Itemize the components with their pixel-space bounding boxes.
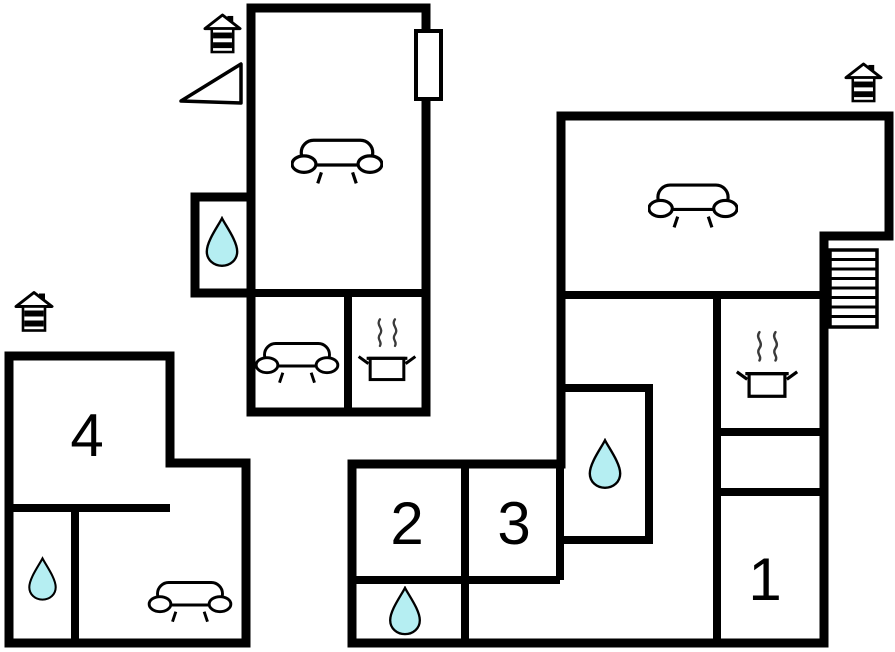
stove-icon	[357, 317, 417, 382]
sofa-icon	[291, 138, 383, 185]
stove-icon	[735, 330, 799, 398]
house-icon	[14, 290, 54, 333]
water-drop-icon	[388, 586, 422, 636]
house-icon	[844, 62, 883, 103]
room-2-label: 2	[390, 490, 423, 557]
sofa-icon	[648, 183, 738, 229]
room-1-label: 1	[748, 546, 781, 613]
house-icon	[203, 13, 242, 54]
north-arrow-icon	[179, 62, 243, 105]
unit-right: 2 3 1	[347, 62, 894, 648]
unit-right-outer-wall	[347, 111, 894, 648]
unit-bottom-left-outer-wall	[4, 351, 251, 648]
unit-top-left-outer-wall	[246, 3, 431, 417]
sofa-icon	[254, 341, 340, 385]
room-3-label: 3	[497, 490, 530, 557]
stairs-icon	[828, 248, 879, 329]
room-4-label: 4	[70, 402, 103, 469]
unit-right-bathroom-wall	[560, 384, 653, 544]
water-drop-icon	[588, 439, 622, 489]
sofa-icon	[147, 580, 233, 624]
water-drop-icon	[28, 557, 57, 601]
unit-bottom-left: 4	[4, 290, 251, 648]
window-marker	[414, 29, 443, 101]
stairs-steps	[830, 258, 877, 318]
unit-top-left	[179, 3, 443, 417]
water-drop-icon	[205, 217, 239, 267]
unit-top-left-annex-wall	[190, 192, 251, 298]
